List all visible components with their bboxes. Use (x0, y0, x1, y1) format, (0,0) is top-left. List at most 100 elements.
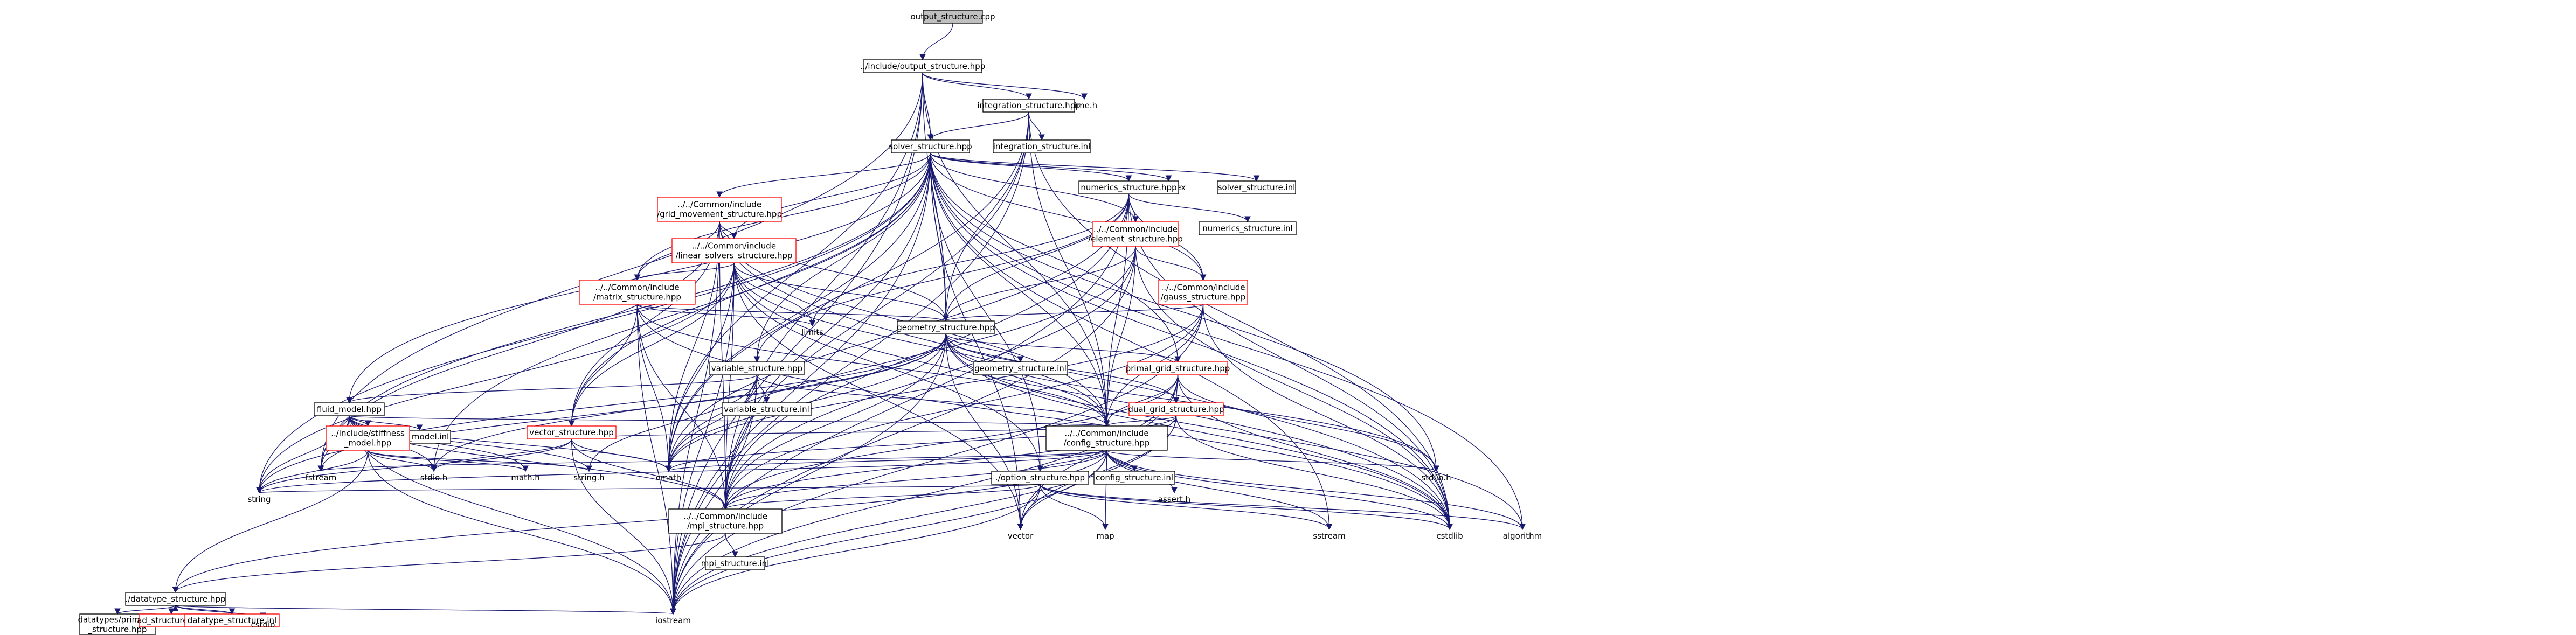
arrowhead-variable-to-varinl (763, 397, 770, 404)
node-label-stdlibh: stdlib.h (1421, 473, 1451, 483)
node-numerics[interactable]: numerics_structure.hpp (1078, 180, 1179, 194)
arrowhead-mpi-to-datatype (172, 587, 179, 594)
edge-option-to-sstream (1040, 484, 1330, 530)
edge-gauss-to-geometry (945, 304, 1204, 322)
edge-primal-to-config (1106, 374, 1179, 427)
edge-stiff-to-mathh (367, 450, 526, 472)
node-label-stiff: ../include/stiffness (331, 429, 405, 438)
node-configinl[interactable]: config_structure.inl (1093, 471, 1175, 485)
node-box-geometry (897, 320, 995, 334)
node-iostream[interactable]: iostream (655, 616, 691, 625)
arrowhead-numerics-to-limits (809, 320, 816, 327)
node-stringh[interactable]: string.h (573, 473, 604, 483)
node-asserth[interactable]: assert.h (1158, 494, 1190, 504)
node-linsol[interactable]: ../../Common/include/linear_solvers_stru… (671, 238, 797, 263)
edge-vector-to-stdioh (433, 438, 572, 472)
node-label-ohpp: ../include/output_structure.hpp (860, 61, 985, 72)
edge-solver-to-fstream (320, 152, 931, 472)
node-map[interactable]: map (1096, 531, 1114, 541)
arrowhead-solver-to-gridmov (716, 191, 723, 198)
node-label-vector: vector_structure.hpp (529, 428, 613, 438)
node-box-variable (709, 361, 805, 375)
arrowhead-gridmov-to-linsol (731, 233, 737, 240)
node-ohpp[interactable]: ../include/output_structure.hpp (860, 59, 985, 73)
arrowhead-option-to-map (1102, 524, 1109, 531)
node-box-varinl (722, 402, 812, 416)
node-solverinl[interactable]: solver_structure.inl (1217, 180, 1296, 194)
arrowhead-geometry-to-geominl (1017, 356, 1024, 363)
node-box-element (1092, 221, 1179, 247)
node-integinl[interactable]: integration_structure.inl (993, 139, 1091, 153)
edge-element-to-cmath (668, 246, 1136, 472)
node-label-map: map (1096, 531, 1114, 541)
node-geominl[interactable]: geometry_structure.inl (973, 361, 1068, 375)
node-string[interactable]: string (247, 494, 271, 504)
node-datatype[interactable]: ./datatype_structure.hpp (125, 592, 226, 606)
edge-dual-to-iostream (673, 415, 1177, 615)
node-vectorh[interactable]: vector (1008, 531, 1034, 541)
node-mpiinl[interactable]: mpi_structure.inl (701, 556, 769, 570)
node-box-solver (891, 139, 970, 153)
edge-geometry-to-string (259, 333, 946, 493)
node-variable[interactable]: variable_structure.hpp (709, 361, 805, 375)
edge-config-to-mpi (725, 450, 1107, 510)
node-cmath[interactable]: cmath (656, 473, 681, 483)
node-fstream[interactable]: fstream (306, 473, 337, 483)
node-element[interactable]: ../../Common/include/element_structure.h… (1088, 221, 1183, 247)
edge-vector-to-iostream (571, 438, 674, 615)
arrowhead-option-to-cstdlib (1446, 524, 1453, 531)
node-box-mpi (668, 508, 783, 534)
node-numinl[interactable]: numerics_structure.inl (1199, 221, 1297, 235)
node-config[interactable]: ../../Common/include/config_structure.hp… (1045, 425, 1168, 451)
node-algorithm[interactable]: algorithm (1503, 531, 1542, 541)
node-timeh[interactable]: time.h (1071, 101, 1097, 110)
edge-option-to-mpi (725, 484, 1041, 510)
node-label-gridmov: ../../Common/include (677, 200, 761, 210)
node-varinl[interactable]: variable_structure.inl (722, 402, 812, 416)
node-vector[interactable]: vector_structure.hpp (527, 425, 617, 439)
edge-numerics-to-mpi (725, 193, 1130, 510)
node-box-mpiinl (705, 556, 765, 570)
node-dual[interactable]: dual_grid_structure.hpp (1128, 402, 1224, 416)
node-limits[interactable]: limits (801, 327, 823, 337)
edge-geometry-to-stdioh (433, 333, 946, 472)
node-root[interactable]: output_structure.cpp (910, 10, 995, 24)
node-stdlibh[interactable]: stdlib.h (1421, 473, 1451, 483)
node-geometry[interactable]: geometry_structure.hpp (897, 320, 995, 334)
node-box-gauss (1158, 280, 1248, 305)
edge-linsol-to-config (733, 262, 1107, 427)
edge-linsol-to-matrix (636, 262, 735, 281)
node-box-option (991, 471, 1089, 485)
edge-solver-to-variable (756, 152, 931, 362)
node-label-fluid: fluid_model.hpp (317, 404, 382, 415)
node-stiff[interactable]: ../include/stiffness_model.hpp (326, 425, 410, 451)
node-gauss[interactable]: ../../Common/include/gauss_structure.hpp (1158, 280, 1248, 305)
edge-integ-to-config (1028, 111, 1107, 427)
edge-stiff-to-iostream (367, 450, 674, 615)
arrowhead-config-to-asserth (1171, 487, 1178, 494)
node-integ[interactable]: integration_structure.hpp (977, 99, 1081, 113)
node-primal[interactable]: primal_grid_structure.hpp (1126, 361, 1230, 375)
node-sstream[interactable]: sstream (1313, 531, 1345, 541)
node-matrix[interactable]: ../../Common/include/matrix_structure.hp… (579, 280, 696, 305)
edge-ohpp-to-geometry (922, 72, 946, 322)
arrowhead-option-to-sstream (1326, 524, 1333, 531)
edge-element-to-mpi (725, 246, 1136, 510)
node-option[interactable]: ./option_structure.hpp (991, 471, 1089, 485)
node-mathh[interactable]: math.h (511, 473, 539, 483)
node-stdioh[interactable]: stdio.h (420, 473, 448, 483)
node-gridmov[interactable]: ../../Common/include/grid_movement_struc… (657, 197, 782, 222)
node-cstdio[interactable]: cstdio (251, 620, 275, 630)
node-box-geominl (973, 361, 1068, 375)
node-solver[interactable]: solver_structure.hpp (889, 139, 972, 153)
node-label-solverinl: solver_structure.inl (1218, 183, 1296, 193)
node-fluid[interactable]: fluid_model.hpp (314, 402, 385, 416)
node-cstdlib[interactable]: cstdlib (1436, 531, 1463, 541)
arrowhead-fluid-to-stiff (364, 420, 371, 427)
arrowhead-datatype-to-iostream (670, 608, 676, 615)
node-label-sstream: sstream (1313, 531, 1345, 541)
edge-stiff-to-stringh (367, 450, 590, 472)
node-mpi[interactable]: ../../Common/include/mpi_structure.hpp (668, 508, 783, 534)
node-dtinl[interactable]: datatype_structure.inl (184, 613, 280, 627)
node-box-dual (1128, 402, 1224, 416)
